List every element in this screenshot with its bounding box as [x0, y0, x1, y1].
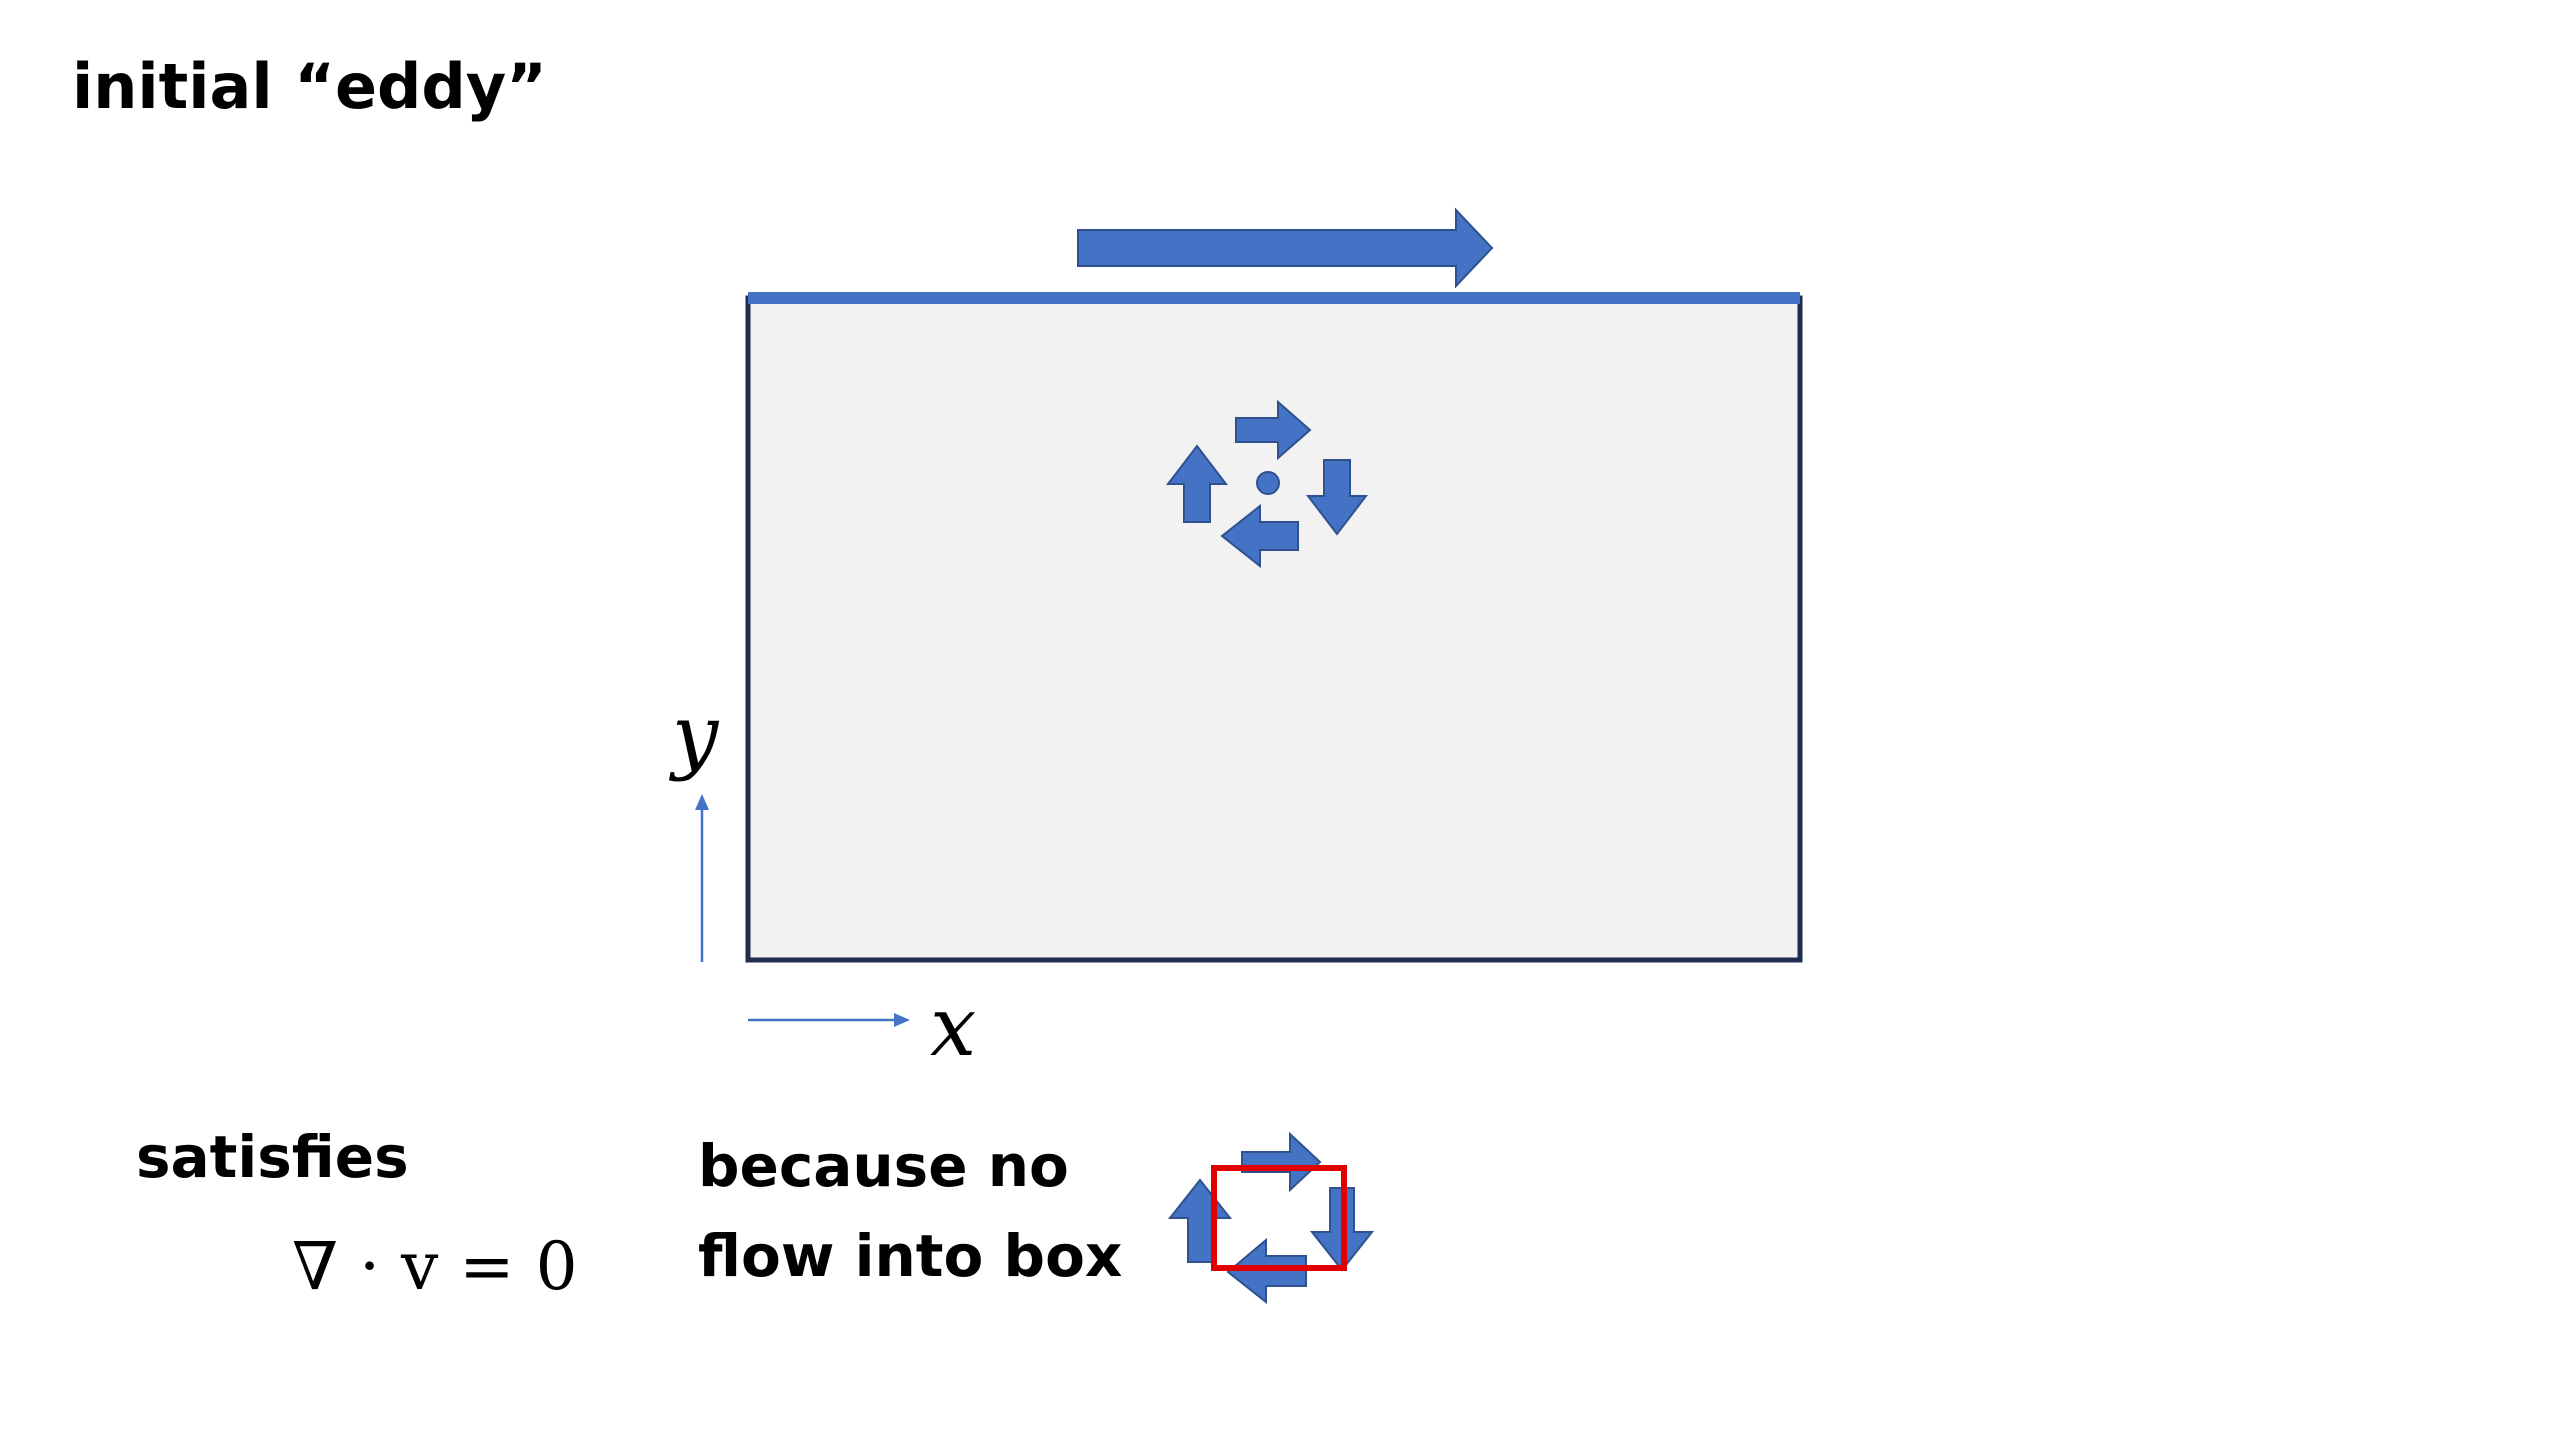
slide-title: initial “eddy” — [72, 50, 547, 123]
x-axis-arrowhead-icon — [894, 1013, 910, 1027]
y-axis-arrowhead-icon — [695, 794, 709, 810]
satisfies-label: satisfies — [136, 1123, 409, 1191]
eddy-right-arrow-icon — [1235, 399, 1312, 461]
red-control-volume-box — [1211, 1165, 1347, 1271]
y-axis-label: y — [672, 688, 719, 783]
eddy-left-arrow-icon — [1220, 503, 1299, 569]
cv-up-arrow-icon — [1167, 1178, 1233, 1263]
eddy-circular-arrows-icon — [1165, 399, 1369, 569]
eddy-down-arrow-icon — [1305, 459, 1369, 536]
because-label-line2: flow into box — [698, 1222, 1123, 1290]
lid-velocity-arrow-icon — [1077, 207, 1494, 289]
eddy-center-dot — [1256, 471, 1280, 495]
because-label-line1: because no — [698, 1132, 1069, 1200]
x-axis-label: x — [930, 980, 977, 1075]
eddy-up-arrow-icon — [1165, 444, 1229, 523]
divergence-equation: ∇ · v = 0 — [292, 1228, 578, 1305]
control-volume-eddy-icon — [1167, 1131, 1375, 1305]
cavity-box — [745, 295, 1803, 963]
cv-right-arrow-icon — [1241, 1131, 1322, 1193]
